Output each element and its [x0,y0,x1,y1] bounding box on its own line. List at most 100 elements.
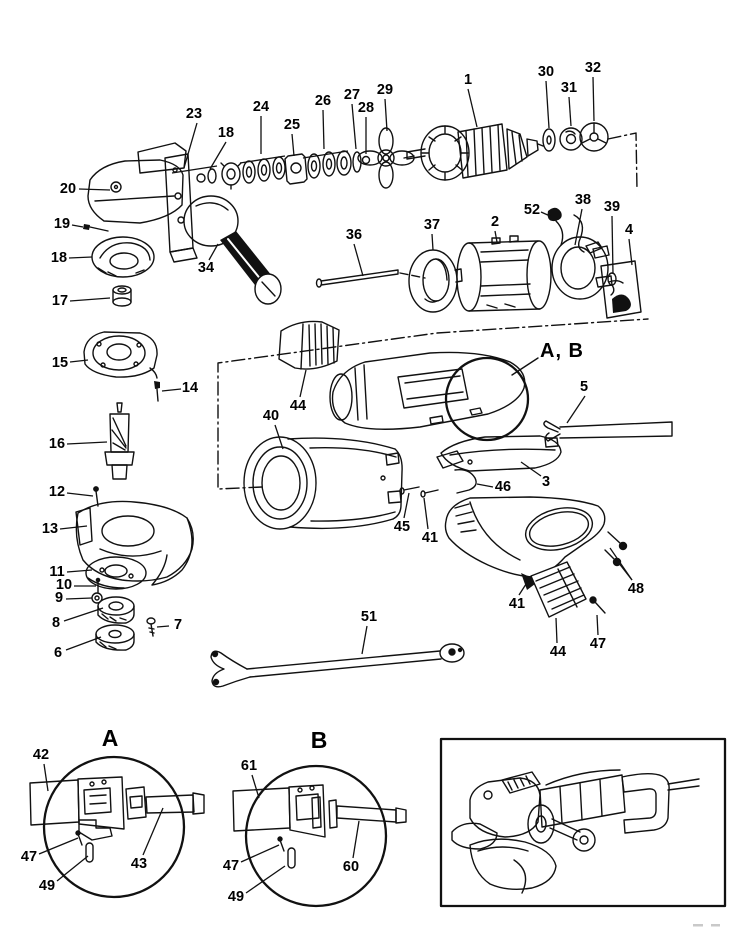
callout-leader-25 [291,133,295,157]
callout-leader-8 [63,607,104,622]
callout-leader-46 [476,483,494,488]
callout-leader-16 [66,441,108,445]
callout-leader-49 [245,865,286,894]
callout-leader-27 [351,103,357,150]
part-callout-18: 18 [218,125,234,141]
part-callout-37: 37 [424,217,440,233]
callout-leader-61 [251,774,260,799]
callout-leader-19 [71,224,84,228]
part-callout-41: 41 [509,596,525,612]
section-ab-leader [511,357,539,376]
part-screw-7 [146,617,156,637]
part-callout-47: 47 [21,849,37,865]
callout-leader-51 [361,625,368,655]
callout-leader-5 [566,395,586,424]
callout-leader-44 [555,617,558,644]
callout-leader-38 [574,208,583,246]
part-callout-42: 42 [33,747,49,763]
part-screw-47 [589,596,606,614]
callout-leader-12 [66,492,94,497]
centerline-main [217,318,649,490]
callout-leader-23 [183,122,198,169]
part-callout-16: 16 [49,436,65,452]
callout-leader-7 [156,625,170,628]
part-callout-19: 19 [54,216,70,232]
part-power-cord [543,420,673,442]
part-armature [406,123,544,181]
callout-leader-29 [384,98,388,132]
inset-a-group [29,755,205,899]
part-field [456,235,552,312]
part-inner-flange [97,596,135,624]
part-callout-49: 49 [228,889,244,905]
part-callout-7: 7 [174,617,182,633]
callout-leader-41 [423,497,429,530]
callout-leader-45 [403,492,410,519]
callout-leader-47 [240,844,280,863]
callout-leader-3 [520,461,542,477]
part-brush-panel [530,561,587,618]
part-screw-12 [93,486,99,507]
part-upper-clamshell [329,351,526,430]
callout-leader-49 [56,855,89,882]
part-air-deflector [278,320,340,370]
part-callout-24: 24 [253,99,269,115]
part-screw-14 [154,381,160,402]
part-cord-clip [547,207,564,246]
part-callout-29: 29 [377,82,393,98]
part-callout-17: 17 [52,293,68,309]
callout-leader-60 [352,820,360,859]
part-callout-47: 47 [223,858,239,874]
part-baffle [408,249,463,313]
part-screws-48 [604,531,628,567]
callout-leader-31 [568,96,572,127]
part-callout-28: 28 [358,100,374,116]
callout-leader-11 [66,569,93,573]
part-callout-18: 18 [51,250,67,266]
part-spindle [104,402,135,480]
part-callout-49: 49 [39,878,55,894]
callout-leader-20 [78,188,111,191]
section-ab-label: A, B [540,340,584,362]
callout-leader-26 [302,150,349,159]
part-callout-51: 51 [361,609,377,625]
callout-leader-41 [518,580,529,596]
part-pin-41 [420,489,439,498]
part-bearing-plate [83,331,158,379]
callout-leader-39 [611,215,614,275]
part-callout-45: 45 [394,519,410,535]
assembled-grinder-illustration [451,769,700,894]
callout-leader-30 [545,80,550,129]
part-rear-handle [444,496,606,590]
callout-leader-47 [38,837,79,855]
part-callout-43: 43 [131,856,147,872]
centerline-field [399,272,426,279]
part-callout-36: 36 [346,227,362,243]
callout-leader-32 [592,76,595,122]
part-clamp-nut [95,624,135,651]
part-callout-46: 46 [495,479,511,495]
part-screw-45 [399,486,420,495]
callout-leader-44 [299,369,307,398]
part-callout-8: 8 [52,615,60,631]
part-side-handle [183,195,282,305]
part-callout-38: 38 [575,192,591,208]
assembled-tool-box [439,737,727,908]
part-callout-1: 1 [464,72,472,88]
part-callout-32: 32 [585,60,601,76]
callout-leader-42 [43,763,49,792]
part-pin-10 [95,577,101,593]
part-callout-25: 25 [284,117,300,133]
callout-leader-13 [59,525,88,530]
part-callout-26: 26 [315,93,331,109]
part-lock-ring [91,236,155,278]
part-callout-34: 34 [198,260,214,276]
part-callout-30: 30 [538,64,554,80]
part-callout-5: 5 [580,379,588,395]
part-switch-bracket [436,450,477,494]
part-callout-10: 10 [56,577,72,593]
part-callout-4: 4 [625,222,633,238]
part-spacer-17 [112,285,132,307]
callout-leader-23 [171,165,218,174]
